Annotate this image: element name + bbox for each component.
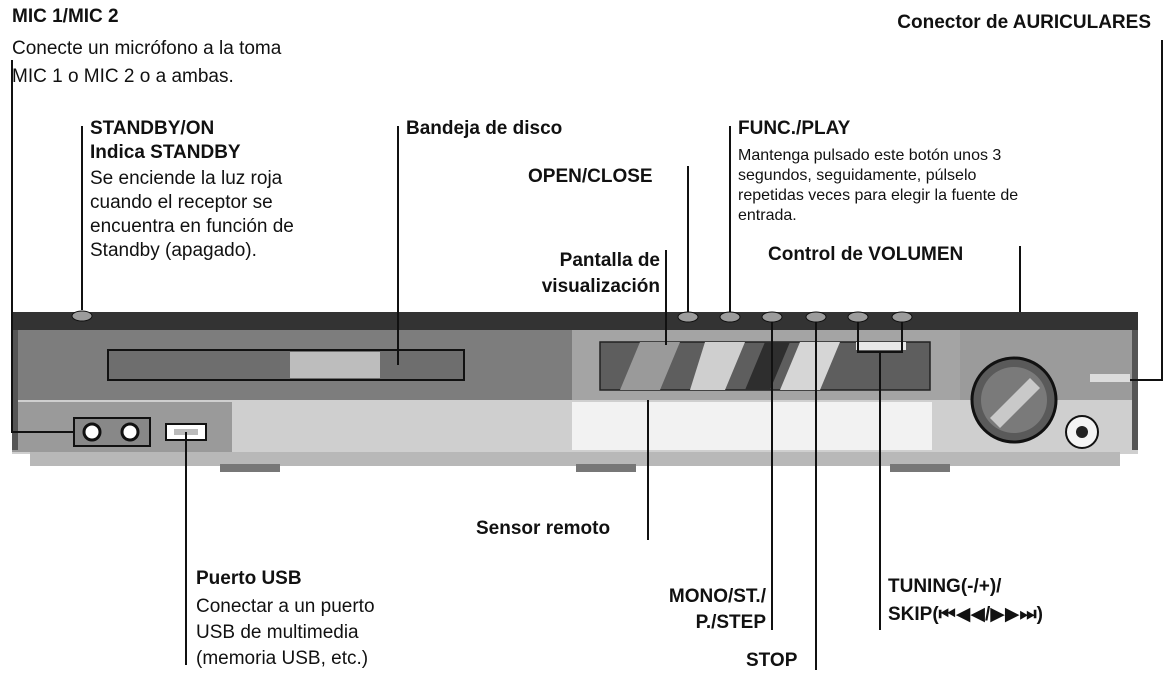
- disc-tray-title: Bandeja de disco: [406, 118, 563, 139]
- mic2-jack[interactable]: [120, 422, 140, 442]
- standby-subtitle: Indica STANDBY: [90, 142, 241, 163]
- mono-st-label-line1: MONO/ST./: [668, 586, 766, 607]
- mic-title: MIC 1/MIC 2: [12, 6, 119, 27]
- top-strip: [12, 312, 1138, 332]
- func-play-desc-line1: Mantenga pulsado este botón unos 3: [738, 147, 1002, 164]
- usb-desc-line3: (memoria USB, etc.): [196, 648, 369, 669]
- func-play-desc-line4: entrada.: [738, 207, 797, 224]
- tuning-label-line2: SKIP(⏮◀◀/▶▶⏭): [888, 604, 1043, 625]
- standby-desc-line1: Se enciende la luz roja: [90, 168, 283, 189]
- standby-desc-line2: cuando el receptor se: [90, 192, 273, 213]
- display-reflection-3: [745, 342, 790, 390]
- leader-lines: [11, 40, 1163, 670]
- remote-sensor-title: Sensor remoto: [476, 518, 611, 539]
- foot-1: [220, 464, 280, 472]
- tuning-plus-button[interactable]: [891, 311, 913, 323]
- mic-leader: [11, 60, 74, 433]
- standby-desc-line4: Standby (apagado).: [90, 240, 257, 261]
- mic-desc-line2: MIC 1 o MIC 2 o a ambas.: [12, 66, 234, 87]
- volume-title: Control de VOLUMEN: [768, 244, 964, 265]
- volume-knob-highlight: [990, 378, 1040, 428]
- func-play-title: FUNC./PLAY: [738, 118, 851, 139]
- stop-title: STOP: [746, 650, 798, 671]
- headphones-jack-hole: [1076, 426, 1088, 438]
- foot-3: [890, 464, 950, 472]
- usb-desc-line2: USB de multimedia: [196, 622, 359, 643]
- display-reflection-4: [780, 342, 840, 390]
- left-edge: [12, 330, 18, 450]
- headphones-title: Conector de AURICULARES: [897, 12, 1151, 33]
- open-close-button[interactable]: [677, 311, 699, 323]
- func-play-desc-line2: segundos, seguidamente, púlselo: [738, 167, 977, 184]
- mono-st-label-line2: P./STEP: [695, 612, 766, 633]
- display-reflection-1: [620, 342, 680, 390]
- mic1-jack[interactable]: [82, 422, 102, 442]
- display-label-line2: visualización: [541, 276, 660, 297]
- usb-desc-line1: Conectar a un puerto: [196, 596, 375, 617]
- standby-desc-line3: encuentra en función de: [90, 216, 294, 237]
- display-reflection-2: [690, 342, 745, 390]
- headphones-leader: [1130, 40, 1163, 381]
- stop-button[interactable]: [805, 311, 827, 323]
- tuning-minus-button[interactable]: [847, 311, 869, 323]
- usb-title: Puerto USB: [196, 568, 302, 589]
- mic-desc-line1: Conecte un micrófono a la toma: [12, 38, 282, 59]
- open-close-title: OPEN/CLOSE: [528, 166, 653, 187]
- display-label-line1: Pantalla de: [559, 250, 660, 271]
- mono-st-button[interactable]: [761, 311, 783, 323]
- disc-tray: [107, 349, 465, 381]
- display-glare: [856, 342, 906, 350]
- disc-tray-highlight: [290, 352, 380, 378]
- headphone-slot: [1090, 374, 1130, 382]
- tuning-label-line1: TUNING(-/+)/: [888, 576, 1002, 597]
- standby-title: STANDBY/ON: [90, 118, 215, 139]
- func-play-button[interactable]: [719, 311, 741, 323]
- func-play-desc-line3: repetidas veces para elegir la fuente de: [738, 187, 1019, 204]
- standby-button[interactable]: [71, 310, 93, 322]
- lower-highlight: [572, 402, 932, 450]
- base: [30, 452, 1120, 466]
- foot-2: [576, 464, 636, 472]
- right-edge: [1132, 330, 1138, 450]
